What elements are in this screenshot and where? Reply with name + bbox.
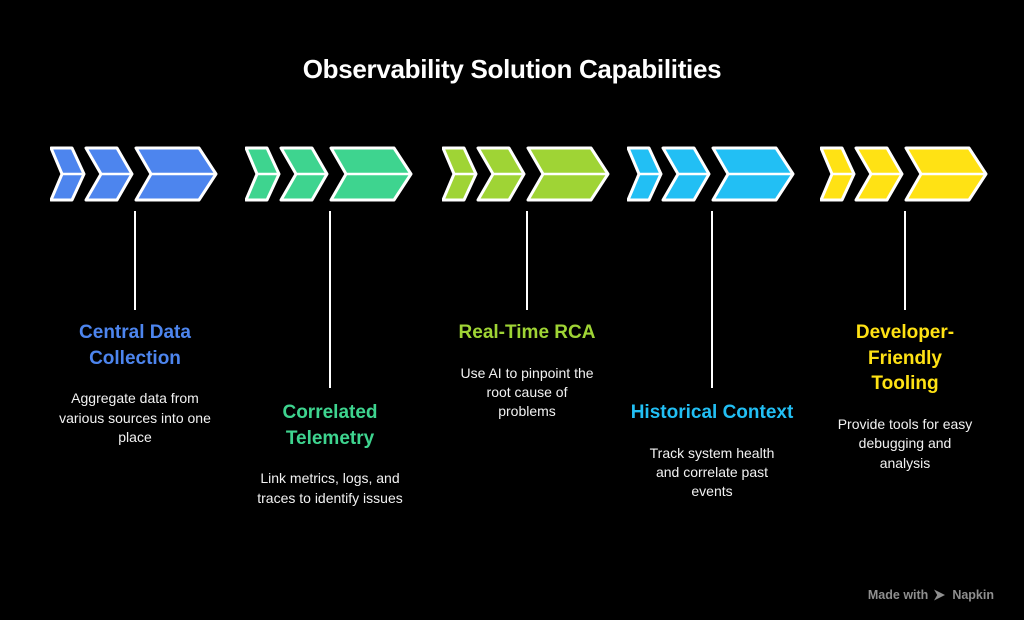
diagram-title: Observability Solution Capabilities	[302, 54, 722, 84]
capability-description: Use AI to pinpoint the root cause of pro…	[460, 364, 594, 420]
capability-description: Aggregate data from various sources into…	[59, 390, 211, 445]
capability-textblock: Developer-Friendly Tooling Provide tools…	[805, 320, 1005, 473]
triple-chevron-arrow-icon	[627, 146, 795, 202]
capability-column: Central Data Collection Aggregate data f…	[35, 0, 235, 620]
capability-column: Correlated Telemetry Link metrics, logs,…	[230, 0, 430, 620]
watermark-brand: Napkin	[952, 588, 994, 602]
capability-textblock: Central Data Collection Aggregate data f…	[35, 320, 235, 447]
connector-line	[329, 211, 331, 388]
triple-chevron-arrow-icon	[442, 146, 610, 202]
watermark-prefix: Made with	[867, 588, 929, 602]
capability-description: Track system health and correlate past e…	[649, 444, 775, 500]
connector-line	[711, 211, 713, 388]
capability-column: Developer-Friendly Tooling Provide tools…	[805, 0, 1005, 620]
napkin-logo-icon	[934, 589, 946, 601]
capability-column: Historical Context Track system health a…	[612, 0, 812, 620]
connector-line	[134, 211, 136, 310]
capability-title: Central Data Collection	[79, 322, 191, 369]
capability-description: Link metrics, logs, and traces to identi…	[257, 470, 403, 506]
connector-line	[904, 211, 906, 310]
capability-textblock: Correlated Telemetry Link metrics, logs,…	[230, 400, 430, 508]
capability-textblock: Historical Context Track system health a…	[612, 400, 812, 502]
triple-chevron-arrow-icon	[50, 146, 218, 202]
triple-chevron-arrow-icon	[820, 146, 988, 202]
capability-title: Historical Context	[630, 402, 794, 423]
connector-line	[526, 211, 528, 310]
triple-chevron-arrow-icon	[245, 146, 413, 202]
capability-title: Correlated Telemetry	[282, 402, 378, 449]
capability-title: Developer-Friendly Tooling	[855, 322, 955, 395]
capability-textblock: Real-Time RCA Use AI to pinpoint the roo…	[427, 320, 627, 422]
napkin-watermark: Made with Napkin	[868, 588, 994, 602]
capability-description: Provide tools for easy debugging and ana…	[837, 415, 973, 471]
capability-column: Real-Time RCA Use AI to pinpoint the roo…	[427, 0, 627, 620]
capability-title: Real-Time RCA	[458, 322, 596, 343]
